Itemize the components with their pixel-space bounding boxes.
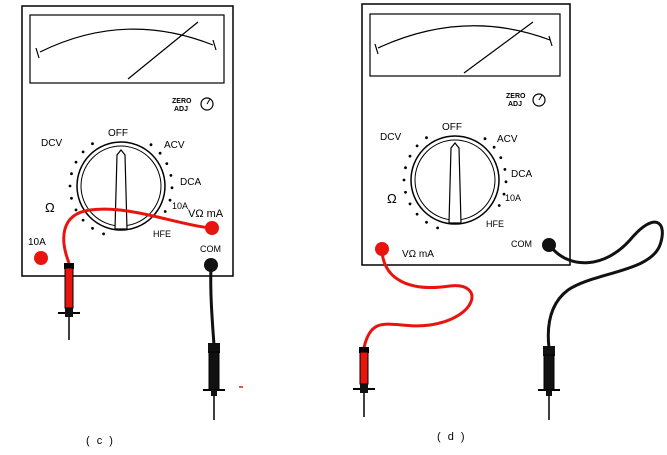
dial-10a-label: 10A: [172, 201, 188, 211]
dial-dot: [425, 136, 428, 140]
red-probe[interactable]: [58, 263, 80, 340]
dial-dca-label: DCA: [180, 177, 201, 188]
black-test-lead[interactable]: [209, 266, 216, 346]
dial-dot: [165, 162, 169, 166]
dial-dot: [168, 198, 172, 202]
jack-vohm[interactable]: [205, 221, 219, 235]
zero-label: ZERO: [506, 93, 526, 100]
dial-acv-label: ACV: [164, 140, 185, 151]
dial-dot: [81, 218, 85, 222]
caption-d: ( d ): [437, 431, 467, 443]
dial-dot: [91, 226, 94, 230]
dial-dot: [404, 190, 407, 194]
dial-dot: [149, 143, 153, 147]
dial-dot: [163, 210, 167, 213]
dial-dot: [436, 226, 439, 230]
dial-position-dots: [68, 142, 174, 236]
adj-label: ADJ: [174, 106, 188, 113]
analog-display: [369, 13, 561, 77]
jack-com-label: COM: [200, 244, 221, 254]
dial-dot: [408, 202, 412, 206]
black-probe[interactable]: [203, 343, 225, 420]
jack-vohm-label: VΩ mA: [402, 249, 434, 260]
analog-display: [29, 14, 225, 84]
multimeter-c: ZERO ADJ OFF DCV ACV DCA 10A Ω HFE 10A V…: [21, 5, 243, 447]
red-test-lead[interactable]: [362, 250, 474, 349]
dial-dot: [408, 154, 412, 158]
selector-pointer: [114, 149, 128, 230]
dial-dot: [81, 150, 85, 154]
dial-off-label: OFF: [442, 122, 462, 133]
dial-dot: [91, 142, 94, 146]
multimeter-d: ZERO ADJ OFF DCV ACV DCA 10A Ω HFE VΩ mA…: [353, 3, 664, 443]
dial-hfe-label: HFE: [486, 219, 504, 229]
jack-com[interactable]: [204, 258, 218, 272]
jack-10a-label: 10A: [28, 237, 46, 248]
dial-dot: [169, 174, 173, 177]
dial-dot: [497, 204, 501, 207]
dial-hfe-label: HFE: [153, 229, 171, 239]
needle: [127, 21, 199, 80]
selector-pointer: [448, 142, 462, 224]
scale-arc: [39, 28, 214, 53]
dial-dot: [415, 144, 419, 148]
dial-dot: [74, 208, 78, 212]
red-test-lead[interactable]: [62, 207, 211, 264]
dial-dot: [483, 137, 487, 141]
dial-dot: [402, 178, 406, 182]
black-probe[interactable]: [538, 346, 560, 420]
dial-dot: [170, 186, 174, 190]
dial-dot: [404, 166, 407, 170]
dial-10a-label: 10A: [505, 193, 521, 203]
dial-dot: [68, 184, 72, 188]
dial-dot: [74, 160, 78, 164]
dial-ohm-label: Ω: [45, 200, 55, 215]
dial-dot: [503, 168, 507, 171]
jack-com-label: COM: [511, 239, 532, 249]
rotary-switch[interactable]: [410, 135, 500, 225]
scale-arc: [377, 25, 551, 49]
adj-label: ADJ: [508, 101, 522, 108]
dial-dot: [415, 212, 419, 216]
dial-dot: [492, 145, 496, 149]
dial-dot: [102, 232, 105, 236]
dial-dot: [425, 220, 428, 224]
caption-c: ( c ): [86, 435, 115, 447]
dial-dot: [70, 196, 73, 200]
dial-position-dots: [402, 136, 508, 230]
zero-label: ZERO: [172, 98, 192, 105]
needle: [463, 21, 534, 74]
dial-dot: [158, 151, 162, 155]
dial-dca-label: DCA: [511, 169, 532, 180]
red-probe[interactable]: [353, 347, 375, 417]
dial-ohm-label: Ω: [387, 191, 397, 206]
dial-dot: [499, 156, 503, 160]
jack-10a[interactable]: [34, 251, 48, 265]
dial-dcv-label: DCV: [380, 132, 401, 143]
black-test-lead[interactable]: [546, 220, 664, 349]
dial-dot: [70, 172, 73, 176]
dial-dot: [504, 180, 508, 184]
jack-vohm[interactable]: [375, 242, 389, 256]
dial-off-label: OFF: [108, 128, 128, 139]
dial-dcv-label: DCV: [41, 138, 62, 149]
dial-dot: [502, 192, 506, 196]
dial-acv-label: ACV: [497, 134, 518, 145]
jack-vohm-label: VΩ mA: [188, 208, 224, 220]
